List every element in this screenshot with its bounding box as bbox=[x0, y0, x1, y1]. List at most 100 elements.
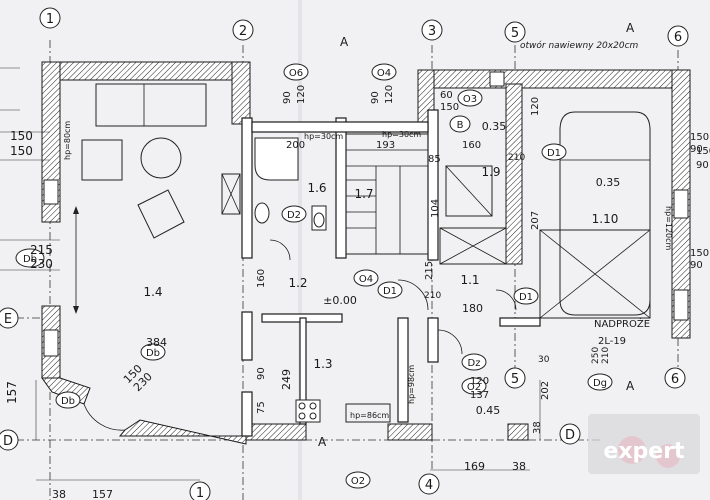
code-dz: Dz bbox=[461, 353, 487, 371]
hp-30-note-a: hp=30cm bbox=[304, 132, 343, 141]
door-swings bbox=[83, 239, 517, 431]
axis-marker-D-right: D bbox=[559, 423, 581, 445]
code-d1-b: D1 bbox=[377, 281, 403, 299]
svg-text:D2: D2 bbox=[287, 210, 301, 221]
svg-text:D1: D1 bbox=[519, 292, 533, 303]
svg-text:D1: D1 bbox=[547, 148, 561, 159]
svg-text:210: 210 bbox=[601, 347, 611, 364]
expert-watermark: expert bbox=[588, 414, 700, 474]
windows bbox=[43, 71, 689, 357]
room-label-1-7: 1.7 bbox=[354, 187, 373, 201]
svg-text:215: 215 bbox=[30, 243, 53, 257]
svg-text:60: 60 bbox=[440, 90, 453, 101]
svg-text:D: D bbox=[3, 434, 13, 449]
svg-text:1: 1 bbox=[46, 12, 54, 27]
svg-text:Db: Db bbox=[23, 254, 37, 265]
svg-text:210: 210 bbox=[508, 153, 525, 163]
code-db-left: Db bbox=[15, 248, 45, 268]
svg-text:200: 200 bbox=[286, 140, 305, 151]
svg-text:38: 38 bbox=[512, 460, 526, 473]
code-o2-b: O2 bbox=[345, 471, 371, 489]
svg-text:6: 6 bbox=[671, 372, 679, 387]
svg-text:169: 169 bbox=[464, 460, 485, 473]
code-o6: O6 bbox=[283, 63, 309, 81]
section-mark-a-3: A bbox=[626, 379, 635, 393]
axis-marker-6-mid: 6 bbox=[664, 367, 686, 389]
svg-text:150: 150 bbox=[10, 144, 33, 158]
axis-marker-4-bottom: 4 bbox=[418, 473, 440, 495]
living-room-furniture bbox=[81, 83, 207, 239]
svg-text:O3: O3 bbox=[463, 94, 477, 105]
svg-text:150: 150 bbox=[690, 248, 709, 259]
interior-walls bbox=[241, 109, 541, 437]
code-o4-mid: O4 bbox=[353, 269, 379, 287]
svg-text:150: 150 bbox=[696, 146, 710, 157]
room-label-1-10: 1.10 bbox=[592, 212, 619, 226]
section-mark-a-4: A bbox=[318, 435, 327, 449]
svg-text:250: 250 bbox=[591, 347, 601, 364]
svg-text:160: 160 bbox=[462, 140, 481, 151]
room-label-1-4: 1.4 bbox=[143, 285, 162, 299]
svg-text:160: 160 bbox=[256, 269, 267, 288]
svg-text:157: 157 bbox=[92, 488, 113, 500]
hp-98-note: hp=98cm bbox=[407, 365, 416, 404]
svg-text:O2: O2 bbox=[351, 476, 365, 487]
svg-text:5: 5 bbox=[511, 26, 519, 41]
storage-hatched-box bbox=[439, 165, 507, 265]
axis-marker-5-top: 5 bbox=[504, 21, 526, 43]
svg-text:207: 207 bbox=[530, 211, 541, 230]
svg-text:157: 157 bbox=[5, 381, 19, 404]
svg-text:104: 104 bbox=[430, 199, 441, 218]
svg-text:249: 249 bbox=[280, 369, 293, 390]
code-db-center: Db bbox=[140, 343, 166, 361]
svg-text:4: 4 bbox=[425, 478, 433, 493]
svg-text:180: 180 bbox=[462, 302, 483, 315]
height-mark-b: 0.35 bbox=[482, 120, 507, 133]
svg-text:O4: O4 bbox=[377, 68, 391, 79]
svg-text:150: 150 bbox=[440, 102, 459, 113]
height-mark-garage: 0.35 bbox=[596, 176, 621, 189]
svg-text:Db: Db bbox=[146, 348, 160, 359]
axis-marker-1: 1 bbox=[39, 7, 61, 29]
svg-text:90: 90 bbox=[690, 144, 703, 155]
code-db-entry: Db bbox=[55, 391, 81, 409]
axis-marker-D: D bbox=[0, 429, 19, 451]
svg-text:D: D bbox=[565, 428, 575, 443]
room-label-1-9: 1.9 bbox=[481, 165, 500, 179]
room-label-1-6: 1.6 bbox=[307, 181, 326, 195]
svg-text:Db: Db bbox=[61, 396, 75, 407]
svg-text:230: 230 bbox=[30, 257, 53, 271]
svg-text:210: 210 bbox=[424, 291, 441, 301]
floor-elevation: ±0.00 bbox=[323, 294, 357, 307]
svg-text:E: E bbox=[4, 312, 12, 327]
hp-80-note: hp=80cm bbox=[63, 121, 72, 160]
code-o2: O2 bbox=[461, 377, 487, 395]
lintel-code: 2L-19 bbox=[598, 336, 626, 347]
svg-text:193: 193 bbox=[376, 140, 395, 151]
garage-car bbox=[539, 111, 651, 319]
svg-text:120: 120 bbox=[296, 85, 307, 104]
left-dimension-lines bbox=[0, 67, 60, 440]
svg-text:90: 90 bbox=[690, 260, 703, 271]
axis-marker-E: E bbox=[0, 307, 19, 329]
svg-text:Dg: Dg bbox=[593, 378, 607, 389]
svg-text:38: 38 bbox=[52, 488, 66, 500]
svg-text:90: 90 bbox=[282, 91, 293, 104]
svg-text:90: 90 bbox=[370, 91, 381, 104]
axis-marker-6-top: 6 bbox=[667, 25, 689, 47]
axis-marker-2: 2 bbox=[232, 19, 254, 41]
hp-120-note: hp=120cm bbox=[664, 206, 673, 251]
svg-text:2: 2 bbox=[239, 24, 247, 39]
height-mark-entry: 0.45 bbox=[476, 404, 501, 417]
hp-30-note-b: hp=30cm bbox=[382, 130, 421, 139]
dimension-labels: 150 150 215 230 90 120 90 120 60 150 120… bbox=[5, 85, 710, 500]
room-label-1-3: 1.3 bbox=[313, 357, 332, 371]
paper-fold bbox=[298, 0, 302, 500]
code-o4-top: O4 bbox=[371, 63, 397, 81]
svg-text:1: 1 bbox=[196, 486, 204, 500]
bottom-dimension-lines bbox=[36, 380, 541, 481]
svg-text:137: 137 bbox=[470, 390, 489, 401]
axis-marker-1-bottom: 1 bbox=[189, 481, 211, 500]
svg-text:202: 202 bbox=[540, 381, 551, 400]
